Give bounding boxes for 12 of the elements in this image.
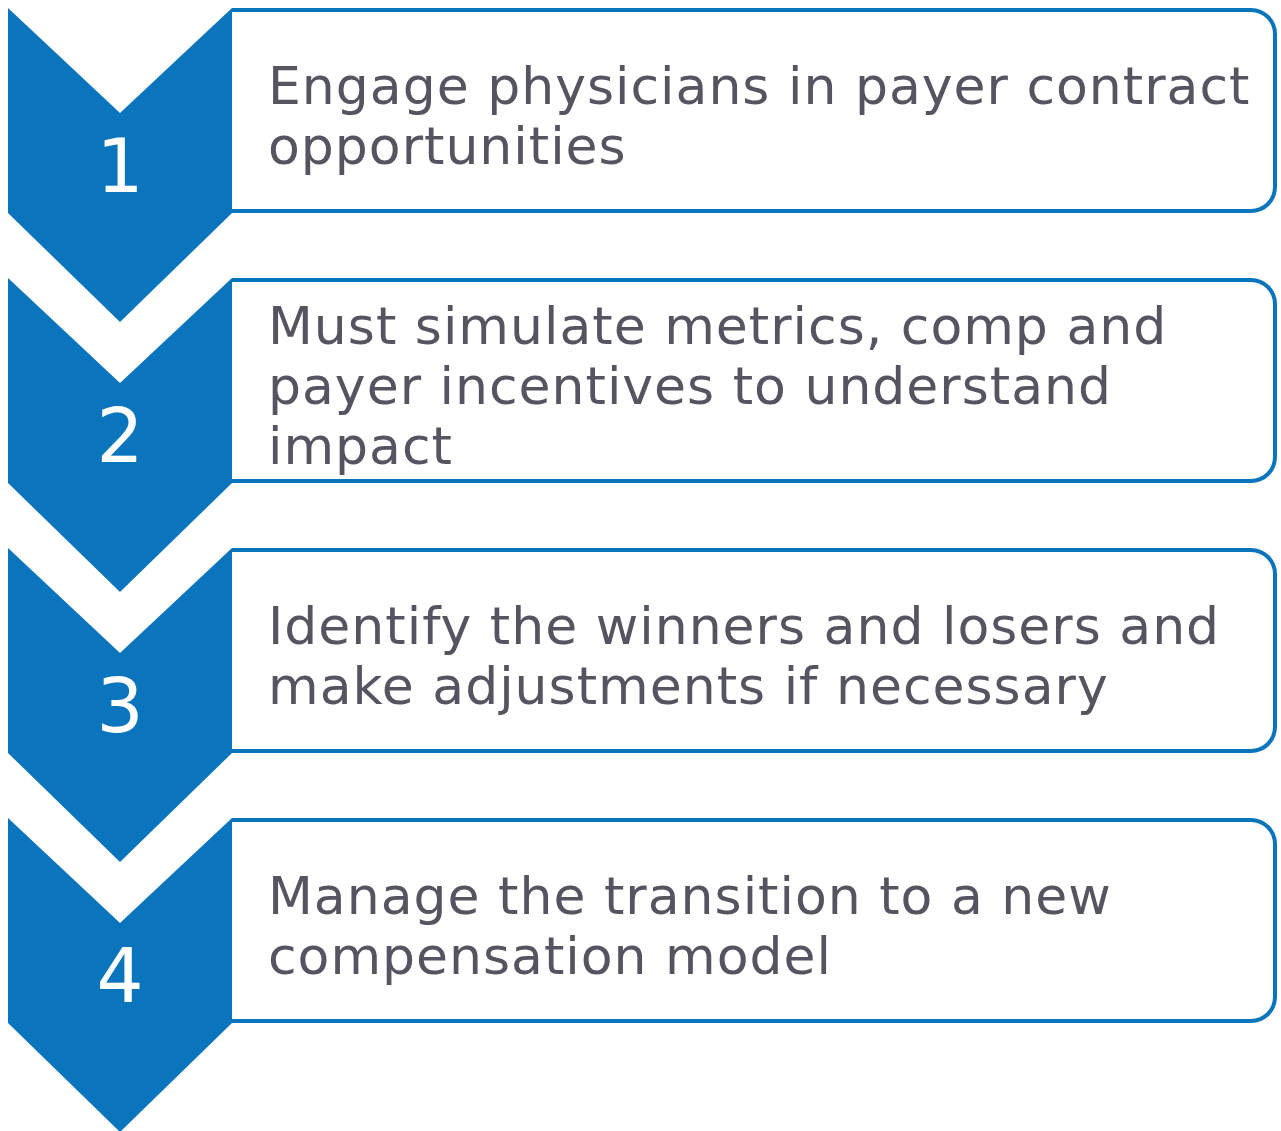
step-box [232,548,1277,753]
step-box [232,818,1277,1023]
step-number: 4 [95,936,145,1016]
step-number: 1 [95,126,145,206]
step-text: Must simulate metrics, comp and payer incentives to understand impact [268,296,1169,476]
step-text: Identify the winners and losers and make adjustments if necessary [268,596,1222,716]
step-box [232,8,1277,213]
step-number: 3 [95,666,145,746]
step-box [232,278,1277,483]
step-text: Engage physicians in payer contract opportunities [268,56,1252,176]
step-number: 2 [95,396,145,476]
step-text: Manage the transition to a new compensation model [268,866,1113,986]
